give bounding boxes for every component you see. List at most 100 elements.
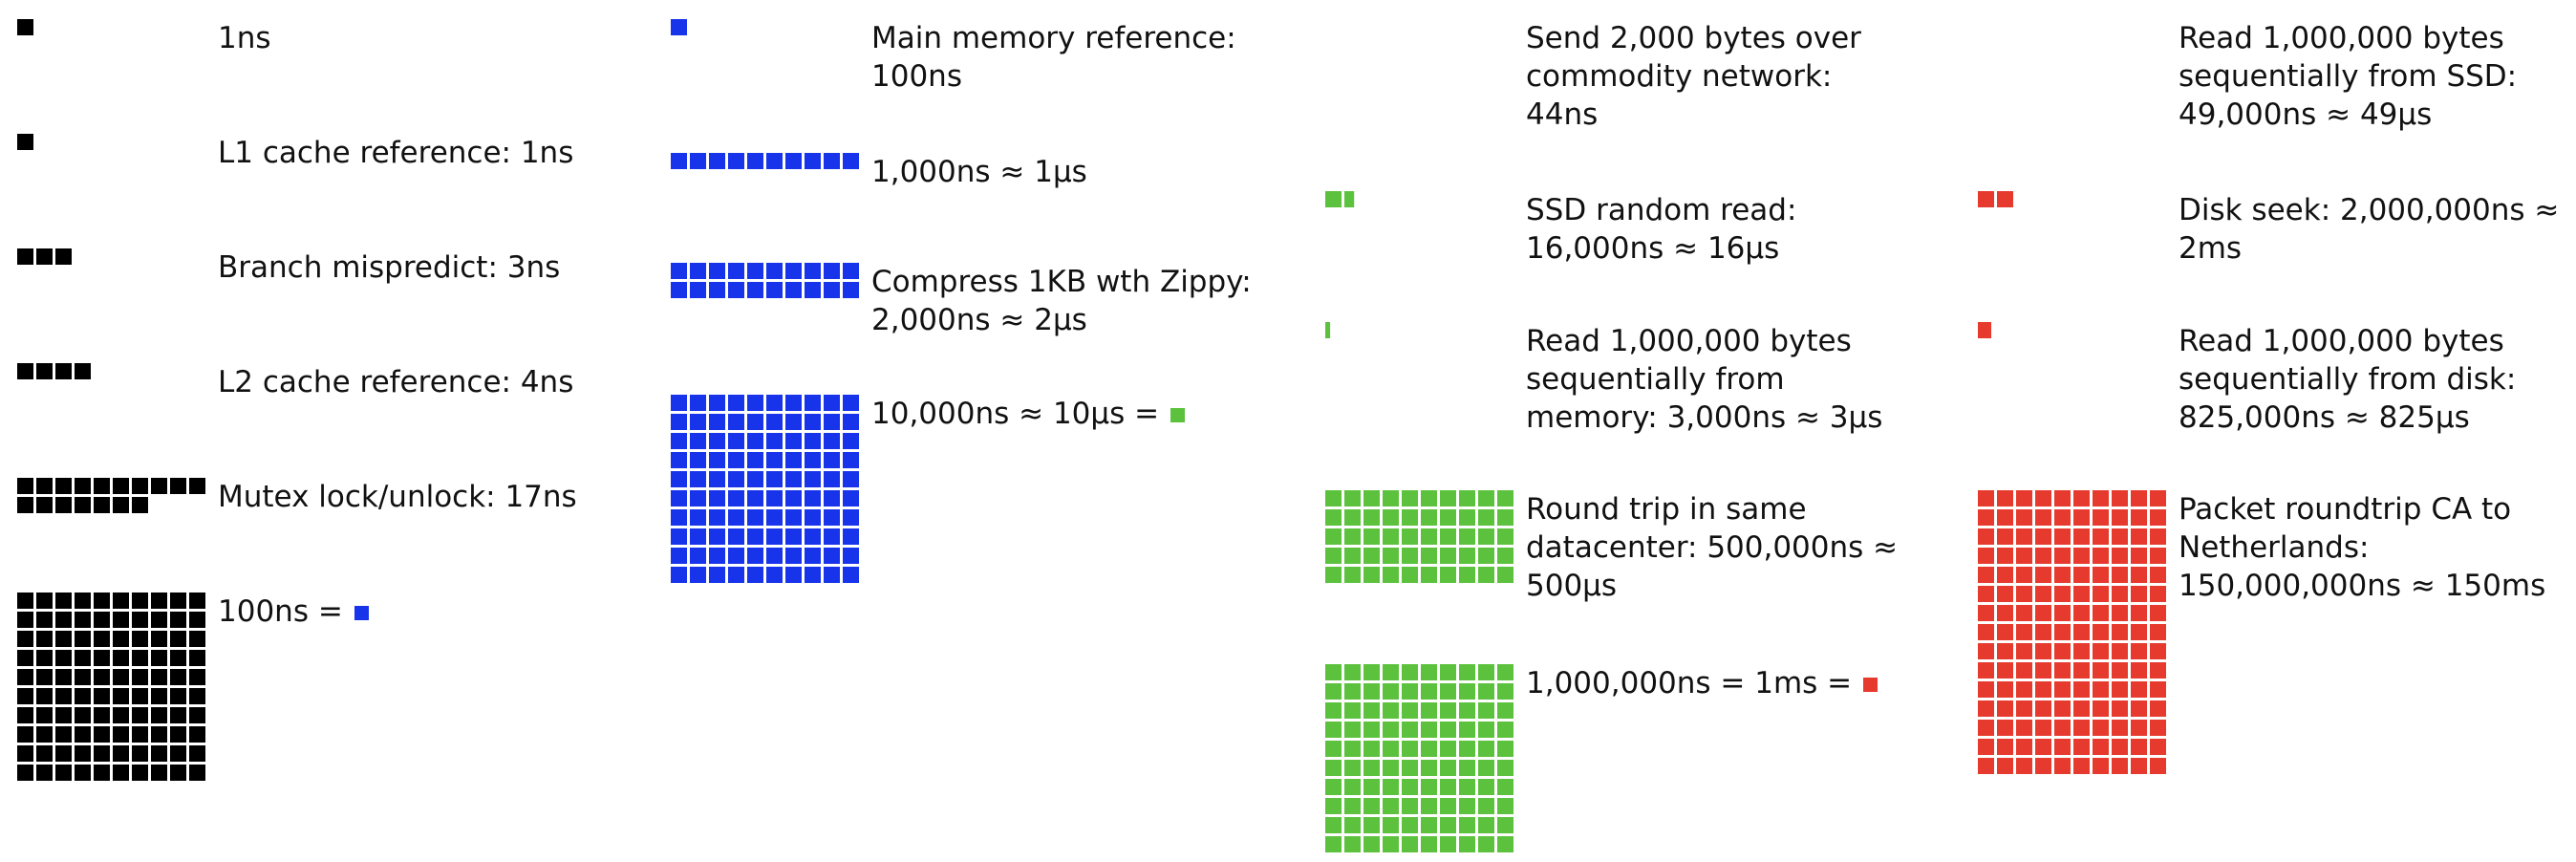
unit-square: [151, 631, 167, 647]
unit-square: [1997, 490, 2013, 506]
unit-square: [1325, 702, 1342, 719]
unit-square: [1344, 817, 1361, 833]
unit-square: [1978, 739, 1994, 755]
latency-label: SSD random read: 16,000ns ≈ 16μs: [1526, 193, 1797, 266]
unit-square: [1997, 624, 2013, 640]
unit-square: [94, 669, 110, 685]
unit-square: [170, 612, 186, 628]
unit-square: [2073, 509, 2090, 526]
unit-square: [94, 745, 110, 762]
unit-square: [189, 688, 205, 704]
unit-square: [2131, 567, 2147, 583]
latency-label: 10,000ns ≈ 10μs =: [871, 395, 1320, 433]
unit-square: [189, 593, 205, 609]
unit-square: [1497, 798, 1513, 814]
unit-grid: [17, 134, 208, 153]
unit-square: [1363, 509, 1380, 526]
unit-square: [151, 478, 167, 494]
unit-square: [1421, 836, 1437, 852]
unit-square: [132, 631, 148, 647]
unit-square: [17, 593, 33, 609]
unit-square: [17, 497, 33, 513]
unit-square: [824, 282, 840, 298]
unit-square: [2150, 567, 2166, 583]
unit-square: [690, 471, 706, 487]
unit-square: [1402, 760, 1418, 776]
unit-square: [1325, 664, 1342, 680]
unit-square: [170, 631, 186, 647]
unit-square: [1325, 191, 1342, 207]
unit-square: [2131, 662, 2147, 679]
unit-square: [36, 688, 53, 704]
unit-square: [1978, 643, 1994, 659]
unit-square: [2035, 739, 2051, 755]
unit-square: [2150, 720, 2166, 736]
unit-square: [2093, 681, 2109, 698]
unit-square: [132, 612, 148, 628]
unit-square: [1363, 567, 1380, 583]
unit-square: [747, 395, 763, 411]
unit-square: [2035, 528, 2051, 545]
unit-square: [1478, 836, 1494, 852]
unit-square: [94, 631, 110, 647]
unit-square: [709, 395, 725, 411]
unit-square: [36, 669, 53, 685]
unit-square: [1421, 683, 1437, 700]
unit-square: [709, 414, 725, 430]
unit-square: [843, 414, 859, 430]
unit-grid-svg: [1978, 322, 1992, 338]
unit-square: [75, 669, 91, 685]
unit-square: [1421, 702, 1437, 719]
unit-grid: [17, 248, 208, 268]
unit-square: [113, 497, 129, 513]
unit-square: [2112, 662, 2128, 679]
unit-square: [17, 765, 33, 781]
unit-square: [2016, 605, 2032, 621]
unit-square: [189, 669, 205, 685]
unit-square: [36, 707, 53, 723]
unit-square: [2150, 739, 2166, 755]
unit-square: [805, 509, 821, 526]
latency-label: 100ns =: [218, 593, 667, 631]
unit-square: [113, 745, 129, 762]
unit-grid: [17, 19, 208, 38]
unit-square: [113, 726, 129, 743]
unit-square: [785, 395, 802, 411]
unit-square: [709, 452, 725, 468]
latency-label: Read 1,000,000 bytes sequentially from S…: [2179, 21, 2518, 132]
unit-grid: [671, 153, 862, 172]
unit-square: [1325, 779, 1342, 795]
unit-grid-svg: [17, 248, 72, 265]
unit-square: [189, 765, 205, 781]
unit-square: [1459, 509, 1475, 526]
unit-square: [671, 414, 687, 430]
unit-square: [2016, 586, 2032, 602]
unit-square: [1383, 509, 1399, 526]
unit-square: [151, 612, 167, 628]
unit-square: [1978, 586, 1994, 602]
unit-square: [1383, 722, 1399, 738]
unit-square: [1997, 739, 2013, 755]
unit-square: [55, 707, 72, 723]
unit-square: [1459, 741, 1475, 757]
unit-square: [843, 153, 859, 169]
unit-grid-svg: [671, 153, 859, 169]
unit-square: [747, 452, 763, 468]
unit-square: [766, 509, 783, 526]
unit-square: [1383, 836, 1399, 852]
unit-square: [94, 765, 110, 781]
unit-square: [55, 745, 72, 762]
unit-square: [1978, 528, 1994, 545]
unit-square: [766, 153, 783, 169]
unit-square: [766, 414, 783, 430]
unit-square: [2112, 758, 2128, 774]
unit-square: [2112, 490, 2128, 506]
unit-square: [1497, 741, 1513, 757]
unit-square: [690, 414, 706, 430]
unit-square: [1978, 720, 1994, 736]
unit-square: [1478, 490, 1494, 506]
unit-square: [113, 688, 129, 704]
unit-square: [2112, 643, 2128, 659]
unit-square: [1997, 567, 2013, 583]
unit-square: [824, 548, 840, 564]
